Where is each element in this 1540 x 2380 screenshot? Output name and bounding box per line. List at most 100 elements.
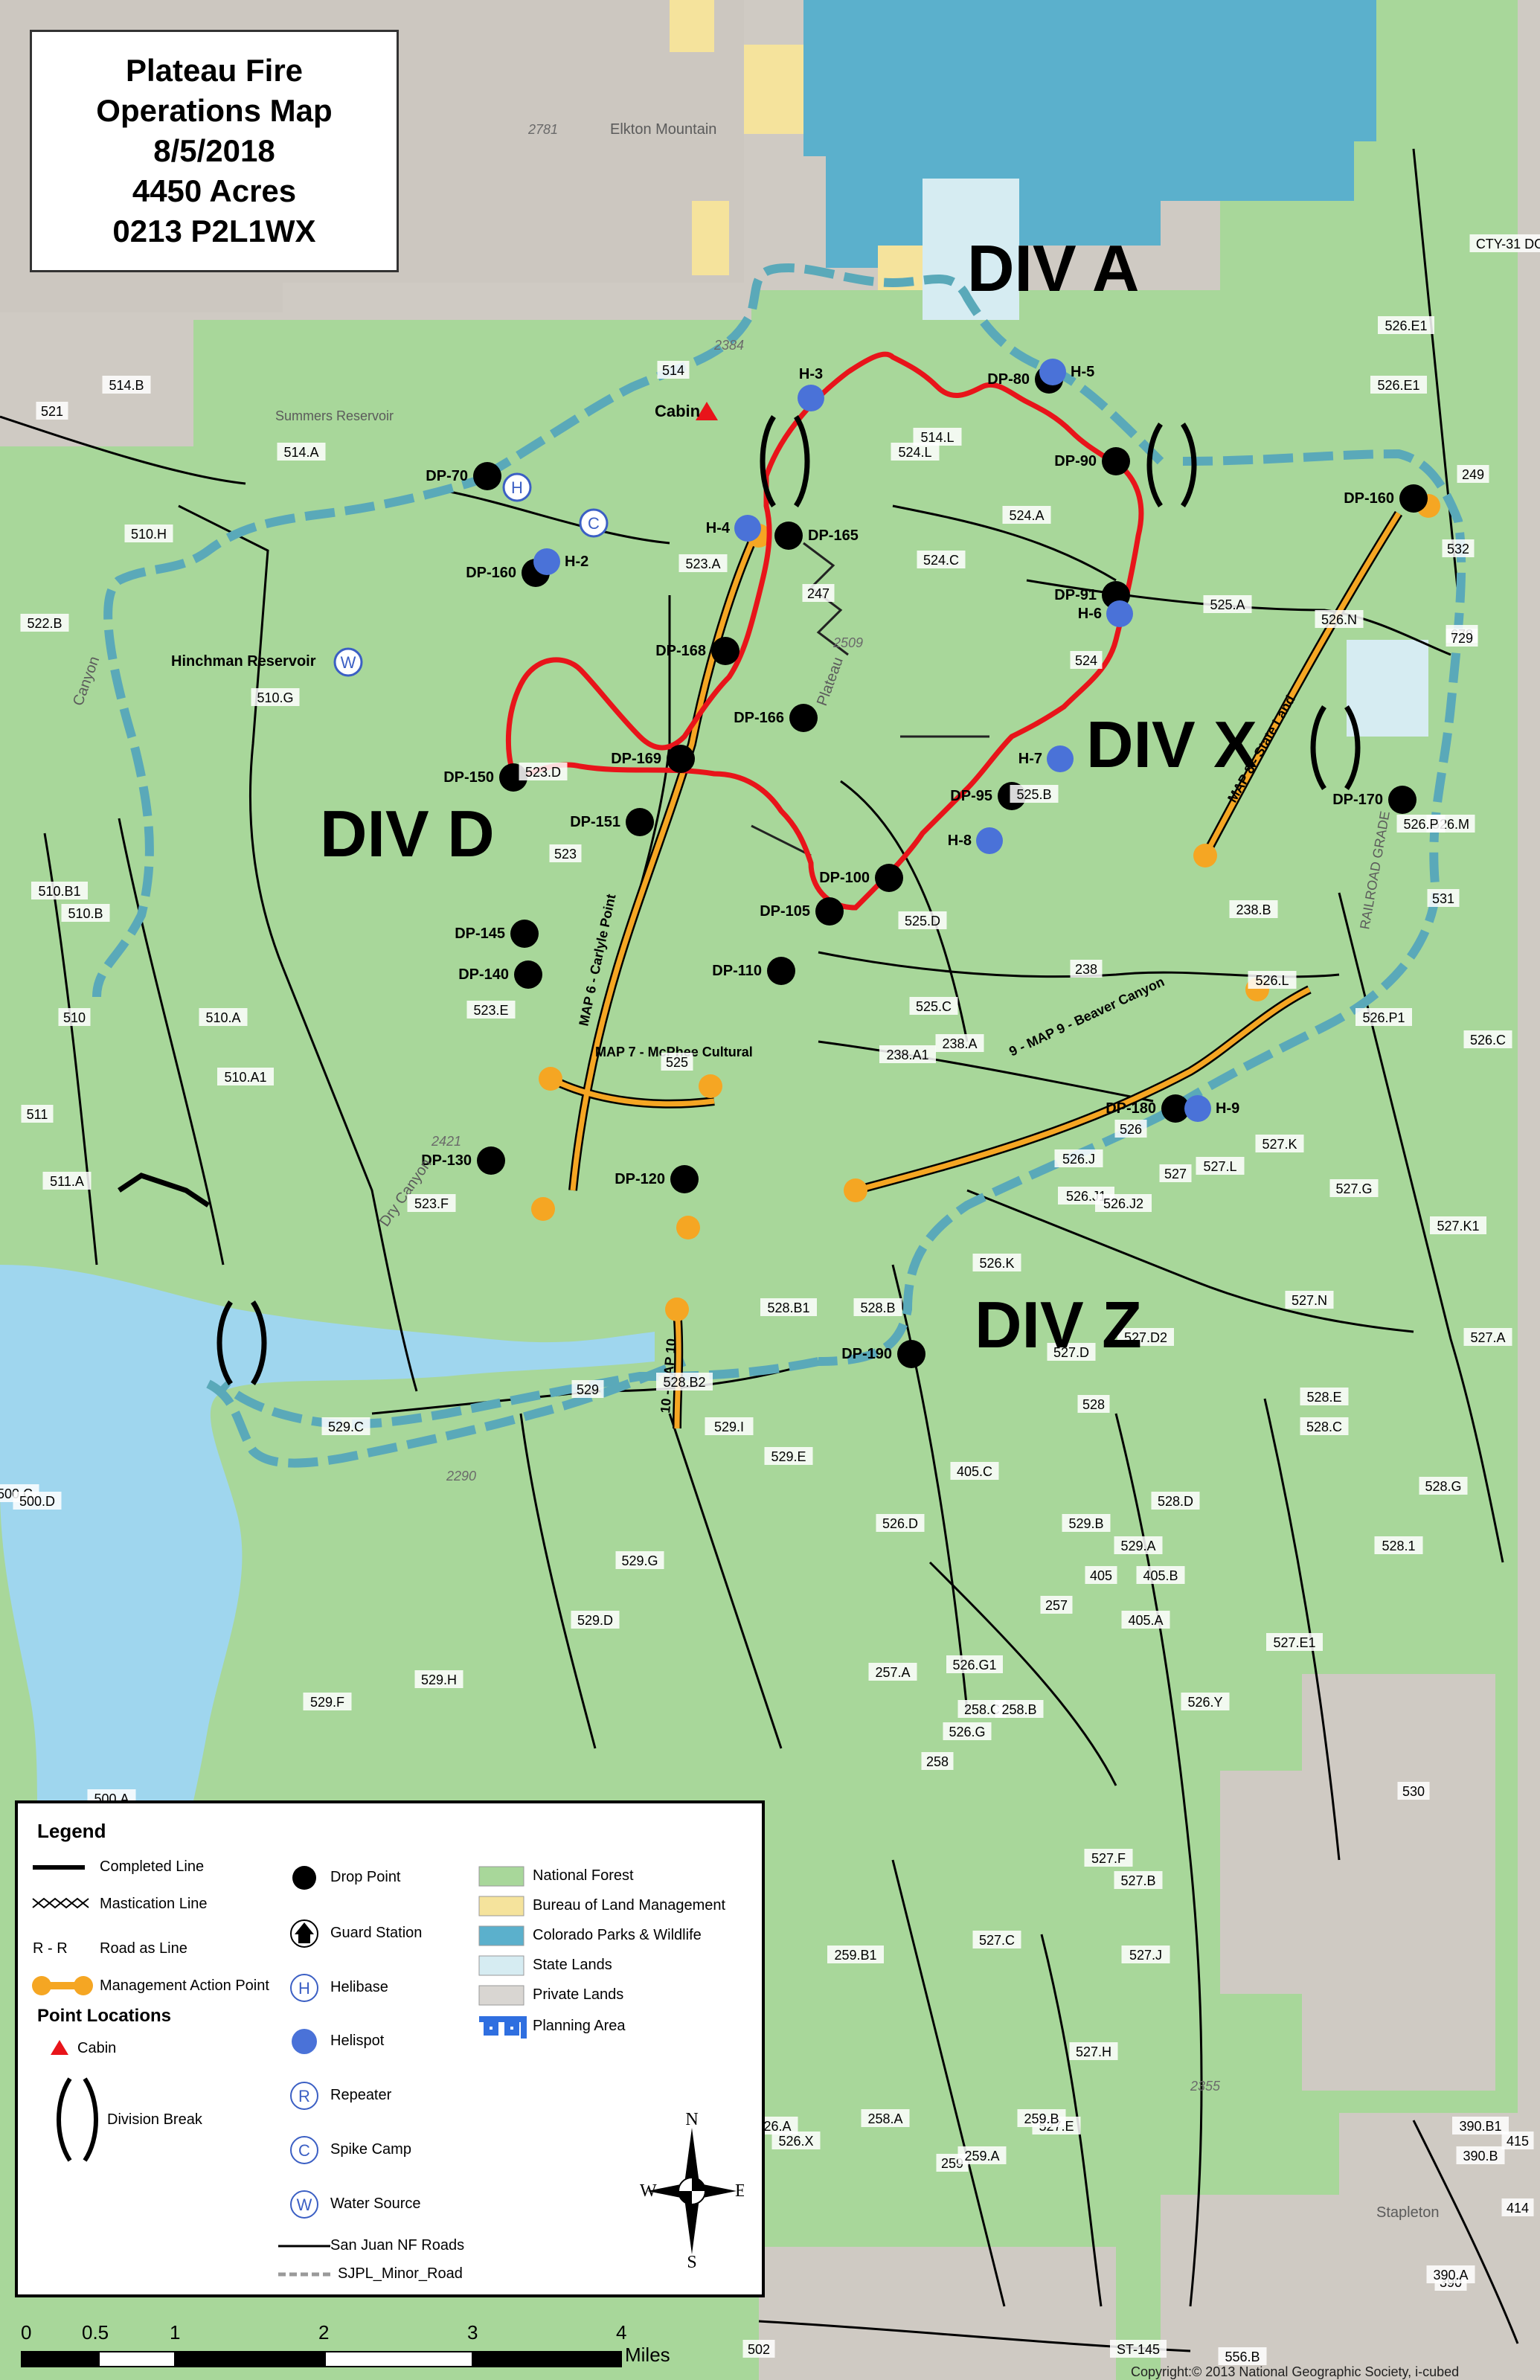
road-label: 247 <box>802 584 835 602</box>
road-label: 526.E1 <box>1370 376 1427 394</box>
road-label-text: 500.D <box>19 1494 55 1509</box>
helispot-dot[interactable] <box>976 827 1003 854</box>
drop-point[interactable]: DP-100 <box>819 864 903 892</box>
road-label-text: 527.H <box>1076 2044 1111 2059</box>
helispot-markers[interactable]: H-3 H-5H-4H-2H-6H-7H-8H-9 <box>533 359 1239 1122</box>
helispot-dot[interactable] <box>1106 600 1133 627</box>
road-label-text: 556.B <box>1225 2349 1260 2364</box>
road-label: 415 <box>1501 2132 1534 2149</box>
road-label-text: 514.A <box>283 445 318 460</box>
road-label-text: 526.J <box>1062 1152 1095 1167</box>
drop-point[interactable]: DP-105 <box>760 897 844 926</box>
road-label: 526.N <box>1315 610 1364 628</box>
road-label-bg <box>946 1655 1003 1673</box>
road-label-text: 529 <box>577 1382 599 1397</box>
water-source-legend-icon: W <box>290 2190 318 2219</box>
drop-point[interactable]: DP-110 <box>712 957 795 985</box>
drop-point[interactable]: DP-140 <box>458 960 542 989</box>
helispot[interactable]: H-6 <box>1078 600 1133 627</box>
legend-blm: Bureau of Land Management <box>533 1897 726 1914</box>
drop-point[interactable]: DP-130 <box>421 1146 505 1175</box>
drop-point-dot[interactable] <box>667 745 695 773</box>
water-source-icon: W <box>333 647 363 677</box>
road-label-bg <box>771 2132 821 2149</box>
road-label-bg <box>13 1492 62 1510</box>
helispot-dot[interactable] <box>1047 745 1074 772</box>
road-label: 510.G <box>251 688 300 706</box>
svg-text:H: H <box>511 478 523 497</box>
road-label-bg <box>466 1001 516 1019</box>
drop-point-dot[interactable] <box>477 1146 505 1175</box>
road-label-text: 526.D <box>882 1516 918 1531</box>
road-label-text: 526.E1 <box>1385 318 1427 333</box>
spike-camp-legend-icon: C <box>290 2136 318 2164</box>
drop-point-dot[interactable] <box>711 637 739 665</box>
drop-point-label: DP-130 <box>421 1152 472 1169</box>
drop-point[interactable]: DP-180 <box>1106 1094 1190 1123</box>
drop-point[interactable]: DP-168 <box>655 637 739 665</box>
drop-point-dot[interactable] <box>1399 484 1428 513</box>
road-label-text: 526.Y <box>1187 1695 1222 1710</box>
road-label-text: 527.B <box>1120 1873 1155 1888</box>
helispot[interactable]: H-8 <box>948 827 1003 854</box>
road-label-bg <box>303 1693 352 1710</box>
drop-point-dot[interactable] <box>774 522 803 550</box>
road-label-bg <box>1229 900 1278 918</box>
road-label: 527 <box>1159 1164 1192 1182</box>
cpw-swatch <box>478 1925 524 1946</box>
helispot[interactable]: H-2 <box>533 548 588 575</box>
road-label: 525.D <box>898 911 947 929</box>
drop-point-dot[interactable] <box>473 462 501 490</box>
road-label: 527.F <box>1084 1849 1133 1867</box>
helispot[interactable]: H-4 <box>706 515 761 542</box>
road-label: 526 <box>1114 1120 1147 1138</box>
drop-point[interactable]: DP-165 <box>774 522 859 550</box>
drop-point-dot[interactable] <box>875 864 903 892</box>
road-label-text: 523.A <box>685 556 720 571</box>
helispot-dot[interactable] <box>734 515 761 542</box>
drop-point[interactable]: DP-90 <box>1054 447 1130 475</box>
road-label-bg <box>58 1008 91 1026</box>
road-label-bg <box>36 402 68 420</box>
road-label: 529.I <box>705 1417 754 1435</box>
helispot[interactable]: H-9 <box>1184 1095 1239 1122</box>
drop-point-dot[interactable] <box>767 957 795 985</box>
road-label: 527.C <box>972 1931 1021 1948</box>
drop-point[interactable]: DP-166 <box>734 704 818 732</box>
drop-point[interactable]: DP-70 <box>426 462 501 490</box>
road-label: 526.G <box>943 1722 992 1740</box>
road-label-bg <box>1456 2146 1505 2164</box>
drop-point[interactable]: DP-151 <box>570 808 654 836</box>
road-label: 524 <box>1070 651 1103 669</box>
drop-point[interactable]: DP-190 <box>841 1340 925 1368</box>
drop-point-dot[interactable] <box>670 1165 699 1193</box>
drop-point-dot[interactable] <box>510 920 539 948</box>
road-label-bg <box>995 1700 1044 1718</box>
drop-point[interactable]: DP-145 <box>455 920 539 948</box>
drop-point-dot[interactable] <box>626 808 654 836</box>
helispot[interactable]: H-3 <box>798 366 824 411</box>
road-label-text: 524 <box>1075 653 1097 668</box>
drop-point-dot[interactable] <box>1388 786 1417 814</box>
drop-point[interactable]: DP-170 <box>1332 786 1417 814</box>
drop-point[interactable]: DP-120 <box>615 1165 699 1193</box>
drop-point-dot[interactable] <box>1102 447 1130 475</box>
drop-point[interactable]: DP-169 <box>611 745 695 773</box>
drop-point-dot[interactable] <box>815 897 844 926</box>
helispot[interactable]: H-7 <box>1018 745 1074 772</box>
drop-point-dot[interactable] <box>1161 1094 1190 1123</box>
road-label-text: 530 <box>1402 1784 1425 1799</box>
drop-point-dot[interactable] <box>514 960 542 989</box>
drop-point[interactable]: DP-160 <box>1344 484 1428 513</box>
helispot-dot[interactable] <box>1184 1095 1211 1122</box>
road-label-bg <box>1452 2117 1509 2134</box>
helispot-dot[interactable] <box>798 385 824 411</box>
helispot-dot[interactable] <box>533 548 560 575</box>
helispot-dot[interactable] <box>1039 359 1066 385</box>
road-label-bg <box>1463 1030 1512 1048</box>
road-label-bg <box>678 554 728 572</box>
helispot[interactable]: H-5 <box>1039 359 1094 385</box>
drop-point-dot[interactable] <box>789 704 818 732</box>
drop-point-dot[interactable] <box>897 1340 925 1368</box>
road-label: 529.G <box>615 1551 664 1569</box>
